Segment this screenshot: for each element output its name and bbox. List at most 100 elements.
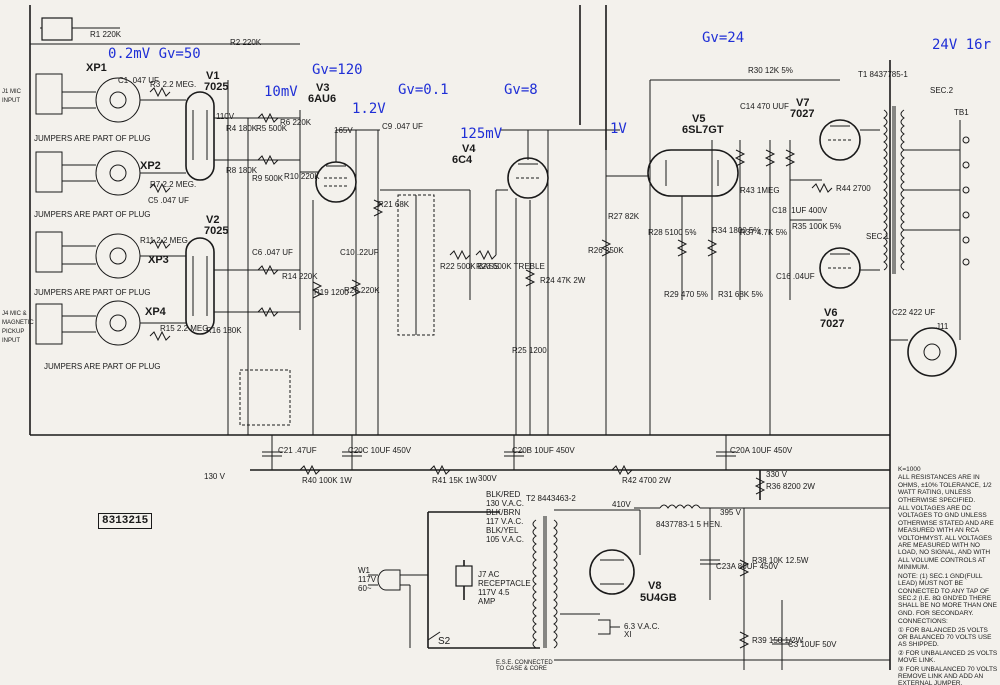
note-7: ② FOR UNBALANCED 25 VOLTS MOVE LINK. (898, 649, 998, 665)
voltage-395: 395 V (720, 508, 741, 517)
r16-label: R16 180K (206, 326, 242, 335)
lamp-label: XI (624, 630, 632, 639)
t2-label: T2 8443463-2 (526, 494, 576, 503)
r15-label: R15 2.2 MEG. (160, 324, 211, 333)
r30-label: R30 12K 5% (748, 66, 793, 75)
r21-label: R21 68K (378, 200, 410, 209)
v5-input-annotation: 1V (610, 121, 627, 137)
r10-label: R10 220K (284, 172, 320, 181)
receptacle-label: J7 AC RECEPTACLE 117V 4.5 AMP (478, 570, 531, 606)
output-annotation: 24V 16r (932, 37, 992, 53)
r34-label: R34 1800 5% (712, 226, 761, 235)
jumpers-note-2: JUMPERS ARE PART OF PLUG (34, 210, 151, 219)
v6-ref: V6 (824, 307, 838, 319)
v3-type: 6AU6 (308, 93, 337, 105)
c3-label: C3 10UF 50V (788, 640, 837, 649)
note-6: ① FOR BALANCED 25 VOLTS OR BALANCED 70 V… (898, 626, 992, 649)
v5-type: 6SL7GT (682, 124, 724, 136)
voltage-410: 410V (612, 500, 631, 509)
r41-label: R41 15K 1W (432, 476, 478, 485)
t1-label: T1 8437785-1 (858, 70, 908, 79)
r35-label: R35 100K 5% (792, 222, 842, 231)
plug-label: W1 117V 60~ (358, 566, 377, 593)
xp2-socket (35, 150, 141, 196)
r20-label: R20 220K (344, 286, 380, 295)
r39-label: R39 150 1/2W (752, 636, 804, 645)
v5-ref: V5 (692, 113, 706, 125)
note-1: K=1000 (898, 466, 921, 473)
tap-130-label: BLK/RED 130 V.A.C. (486, 490, 524, 508)
r29-label: R29 470 5% (664, 290, 709, 299)
r23-label: R23 500K TREBLE (476, 262, 545, 271)
r24-label: R24 47K 2W (540, 276, 586, 285)
j11-label: J11 (936, 322, 949, 331)
jumpers-note-3: JUMPERS ARE PART OF PLUG (34, 288, 151, 297)
v2-type: 7025 (204, 225, 229, 237)
c14-label: C14 470 UUF (740, 102, 789, 111)
xp4-socket (35, 300, 141, 346)
c21-label: C21 .47UF (278, 446, 317, 455)
r31-label: R31 68K 5% (718, 290, 763, 299)
jumpers-note-1: JUMPERS ARE PART OF PLUG (34, 134, 151, 143)
v3-output-annotation: 10mV (264, 84, 298, 100)
c20a-label: C20A 10UF 450V (730, 446, 793, 455)
jumpers-note-4: JUMPERS ARE PART OF PLUG (44, 362, 161, 371)
tone-gain-annotation: Gv=0.1 (398, 82, 449, 98)
tb1-label: TB1 (954, 108, 969, 117)
sec2-label: SEC.2 (930, 86, 954, 95)
v1-type: 7025 (204, 81, 229, 93)
r9-label: R9 500K (252, 174, 284, 183)
r42-label: R42 4700 2W (622, 476, 671, 485)
j1-label: J1 MIC INPUT (2, 89, 22, 104)
r43-label: R43 1MEG (740, 186, 780, 195)
r38-label: R38 10K 12.5W (752, 556, 809, 565)
c20b-label: C20B 10UF 450V (512, 446, 575, 455)
r2-label: R2 220K (230, 38, 262, 47)
r11-label: R11 2.2 MEG. (140, 236, 191, 245)
tone-input-annotation: 1.2V (352, 101, 386, 117)
r27-label: R27 82K (608, 212, 640, 221)
r25-label: R25 1200 (512, 346, 547, 355)
xp3-label: XP3 (148, 254, 169, 266)
mic-level-annotation: 0.2mV Gv=50 (108, 46, 201, 62)
note-3: ALL VOLTAGES ARE DC VOLTAGES TO GND UNLE… (898, 505, 994, 572)
v7-ref: V7 (796, 97, 810, 109)
s2-label: S2 (438, 636, 451, 647)
note-5: CONNECTIONS: (898, 618, 948, 626)
v3-ref: V3 (316, 82, 330, 94)
c16-label: C16 .04UF (776, 272, 815, 281)
general-notes: K=1000 ALL RESISTANCES ARE IN OHMS, ±10%… (898, 466, 998, 685)
c10-label: C10 .22UF (340, 248, 379, 257)
v4-type: 6C4 (452, 154, 473, 166)
r8-label: R8 180K (226, 166, 258, 175)
v1-ref: V1 (206, 70, 220, 82)
note-4: NOTE: (1) SEC.1 GND(FULL LEAD) MUST NOT … (898, 572, 997, 617)
c22-label: C22 422 UF (892, 308, 936, 317)
xp2-label: XP2 (140, 160, 161, 172)
r22-label: R22 500K BASS (440, 262, 500, 271)
v5-gain-annotation: Gv=24 (702, 30, 745, 46)
heater-label: 6.3 V.A.C. (624, 622, 660, 631)
r40-label: R40 100K 1W (302, 476, 352, 485)
r5-label: R5 500K (256, 124, 288, 133)
xp4-label: XP4 (145, 306, 166, 318)
xp3-socket (35, 231, 141, 279)
r1-label: R1 220K (90, 30, 122, 39)
voltage-330: 330 V (766, 470, 787, 479)
c5-label: C5 .047 UF (148, 196, 189, 205)
v8-ref: V8 (648, 580, 662, 592)
r26-label: R26 250K (588, 246, 624, 255)
note-8: ③ FOR UNBALANCED 70 VOLTS REMOVE LINK AN… (898, 665, 998, 685)
v3-gain-annotation: Gv=120 (312, 62, 363, 78)
voltage-300: 300V (478, 474, 497, 483)
voltage-165: 165V (334, 126, 353, 135)
c9-label: C9 .047 UF (382, 122, 423, 131)
v6-type: 7027 (820, 318, 845, 330)
c6-label: C6 .047 UF (252, 248, 293, 257)
note-2: ALL RESISTANCES ARE IN OHMS, ±10% TOLERA… (898, 474, 992, 504)
tap-105-label: BLK/YEL 105 V.A.C. (486, 526, 524, 544)
drawing-number: 8313215 (98, 513, 153, 529)
r28-label: R28 5100 5% (648, 228, 697, 237)
